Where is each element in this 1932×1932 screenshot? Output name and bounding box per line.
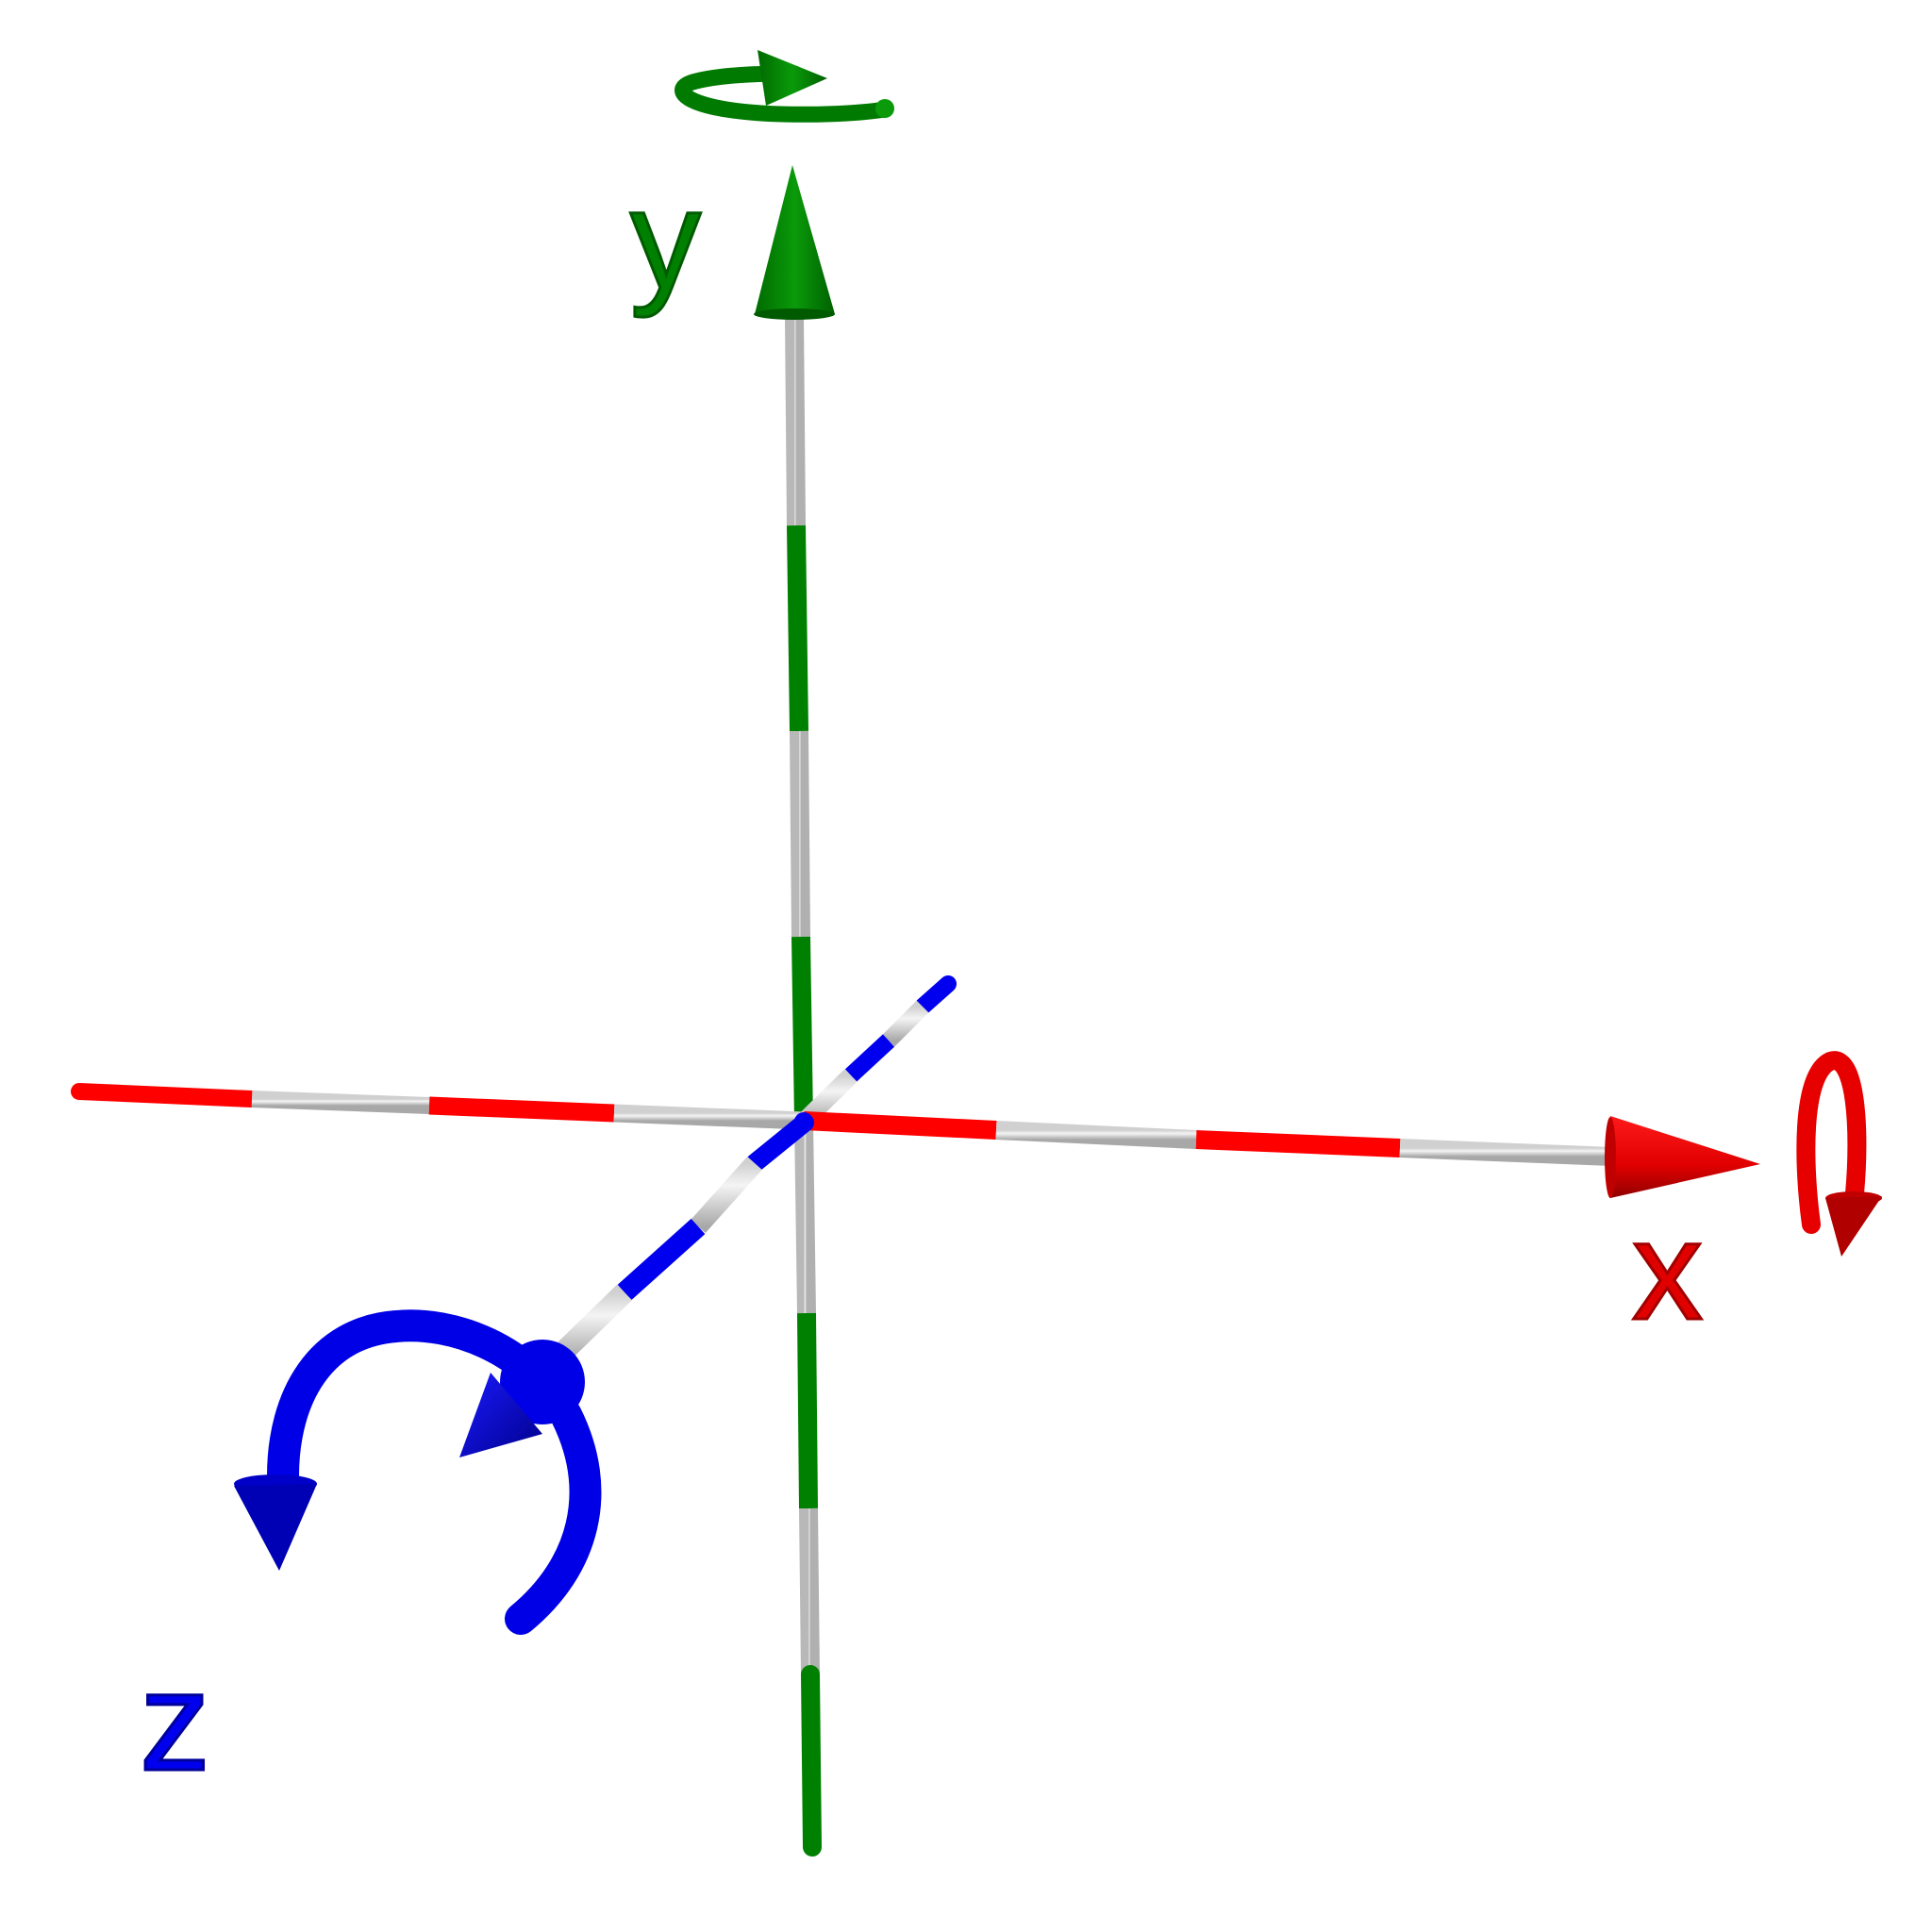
x-axis bbox=[71, 1083, 1760, 1198]
z-axis-segment-white bbox=[882, 1000, 929, 1047]
z-axis-segment-blue bbox=[844, 1034, 895, 1082]
z-axis-segment-white bbox=[691, 1156, 762, 1234]
y-axis bbox=[754, 165, 835, 1857]
z-axis-near bbox=[548, 1113, 814, 1367]
x-axis-segment-red bbox=[803, 1111, 997, 1140]
y-axis-segment-green bbox=[797, 1312, 818, 1509]
x-arrowhead-icon bbox=[1605, 1116, 1760, 1198]
x-axis-segment-red bbox=[71, 1083, 260, 1108]
z-axis-segment-blue bbox=[914, 975, 957, 1015]
z-axis-segment-blue bbox=[745, 1113, 814, 1173]
y-axis-segment-green bbox=[791, 936, 813, 1122]
z-axis-segment-blue bbox=[617, 1218, 706, 1301]
z-axis-label: z bbox=[140, 1641, 210, 1800]
x-axis-label: x bbox=[1632, 1191, 1703, 1349]
x-axis-segment-white bbox=[251, 1091, 430, 1114]
x-axis-segment-white bbox=[1399, 1139, 1613, 1166]
x-axis-segment-white bbox=[995, 1121, 1197, 1149]
x-axis-segment-white bbox=[613, 1104, 805, 1130]
y-rotation-arrow-icon[interactable] bbox=[675, 50, 894, 123]
y-axis-segment-white bbox=[785, 315, 806, 526]
x-axis-segment-red bbox=[428, 1096, 615, 1123]
z-axis-far bbox=[798, 975, 957, 1127]
y-axis-segment-green bbox=[801, 1665, 822, 1857]
y-axis-segment-white bbox=[799, 1507, 820, 1675]
y-axis-segment-white bbox=[794, 1120, 816, 1314]
y-axis-label: y bbox=[630, 159, 701, 318]
z-rotation-arrow-icon[interactable] bbox=[234, 1309, 602, 1635]
x-axis-segment-red bbox=[1195, 1130, 1401, 1158]
y-arrowhead-icon bbox=[754, 165, 835, 320]
z-axis-segment-white bbox=[548, 1284, 633, 1367]
origin-joint bbox=[794, 1112, 813, 1131]
y-axis-segment-green bbox=[787, 525, 808, 732]
y-axis-segment-white bbox=[790, 730, 810, 938]
x-rotation-arrow-icon[interactable] bbox=[1796, 1051, 1882, 1257]
